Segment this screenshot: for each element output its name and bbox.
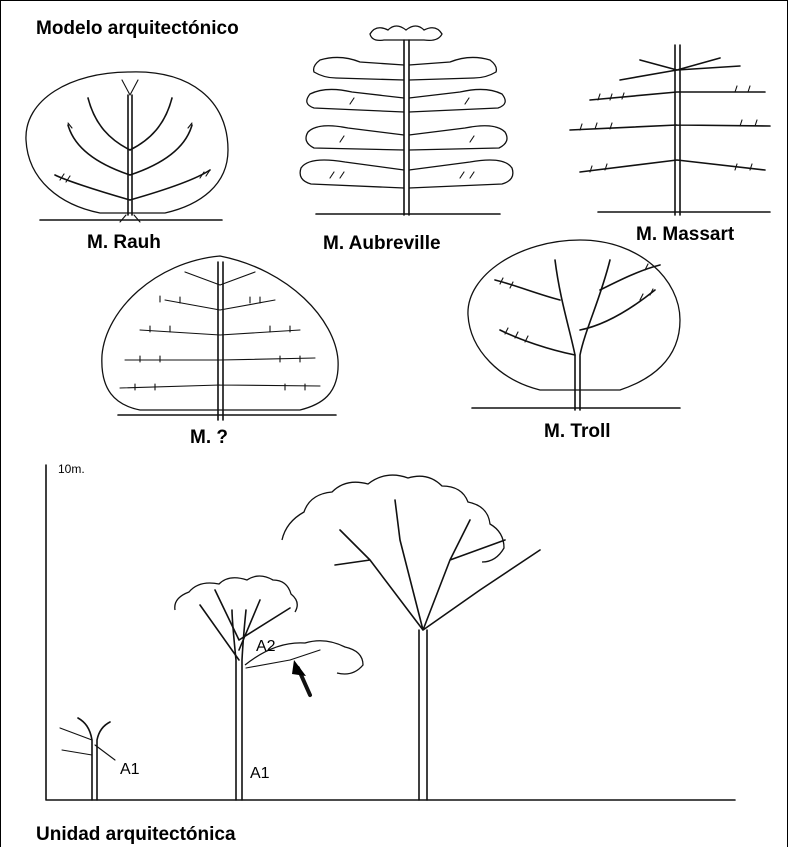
architectural-unit-diagram: 10m.	[46, 462, 735, 800]
tree-troll	[468, 240, 680, 410]
tree-rauh	[26, 72, 228, 222]
label-a1-left: A1	[120, 761, 140, 778]
sapling-branches	[60, 728, 115, 760]
tree-aubreville	[300, 26, 513, 215]
trunk	[404, 40, 409, 215]
apex	[122, 80, 138, 95]
top-tuft	[370, 26, 442, 40]
crown-outline	[468, 240, 680, 390]
label-a1-middle: A1	[250, 765, 270, 782]
trunk	[555, 260, 610, 410]
trunk	[128, 95, 132, 215]
upper-branches	[88, 98, 172, 150]
tier-2	[590, 92, 765, 100]
label-aubreville: M. Aubreville	[323, 233, 441, 254]
roots	[120, 215, 140, 222]
tier-4	[580, 160, 765, 172]
title-top: Modelo arquitectónico	[36, 18, 239, 39]
scale-axes	[46, 465, 735, 800]
label-troll: M. Troll	[544, 421, 611, 442]
crown-outline	[26, 72, 228, 213]
title-bottom: Unidad arquitectónica	[36, 824, 236, 845]
sapling-trunk	[78, 718, 110, 800]
branches	[495, 265, 660, 355]
crown-outline	[102, 256, 338, 410]
tier-3	[306, 126, 507, 150]
label-unknown: M. ?	[190, 427, 228, 448]
trunk	[218, 262, 223, 420]
tall-tree-trunk	[419, 630, 427, 800]
tall-tree-crown	[282, 475, 504, 562]
label-a2: A2	[256, 638, 276, 655]
label-rauh: M. Rauh	[87, 232, 161, 253]
tier-1	[314, 57, 497, 80]
label-massart: M. Massart	[636, 224, 735, 245]
arrow-head	[292, 660, 306, 676]
tree-unknown	[102, 256, 338, 420]
middle-tree-crown	[175, 576, 297, 612]
tree-massart	[570, 45, 770, 215]
scale-label: 10m.	[58, 462, 85, 476]
tall-tree-branches	[335, 500, 540, 630]
tier-2	[307, 89, 505, 112]
